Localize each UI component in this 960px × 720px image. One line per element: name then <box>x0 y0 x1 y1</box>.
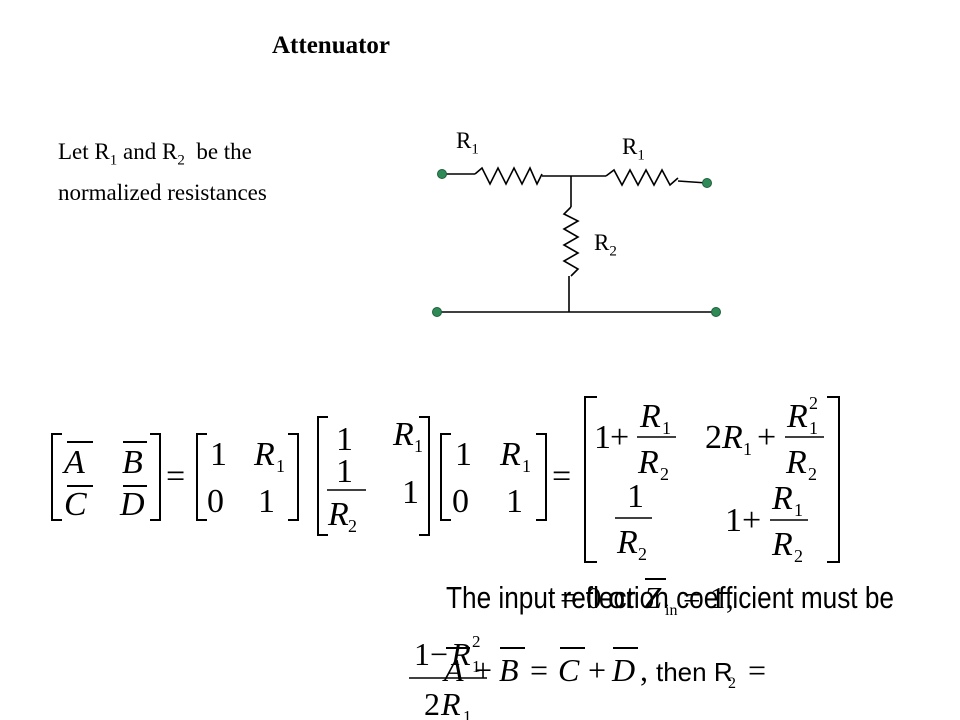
svg-text:Z: Z <box>644 580 662 615</box>
svg-text:2: 2 <box>424 686 440 720</box>
intro-text: Let R1 and R2 be the normalized resistan… <box>58 136 267 208</box>
svg-text:+: + <box>588 652 606 688</box>
svg-text:1: 1 <box>522 456 531 476</box>
svg-text:0: 0 <box>207 483 224 520</box>
svg-text:=: = <box>683 580 700 615</box>
terminal-bottom-left <box>432 307 442 317</box>
svg-text:A: A <box>62 444 85 481</box>
svg-text:1: 1 <box>414 436 423 456</box>
svg-text:1: 1 <box>336 421 353 458</box>
svg-text:D: D <box>119 486 145 523</box>
svg-text:R: R <box>499 436 521 473</box>
svg-text:1: 1 <box>594 419 611 456</box>
reflection-text: The input reflection coefficient must be <box>446 580 894 615</box>
svg-text:1: 1 <box>809 418 818 438</box>
svg-text:or: or <box>608 580 636 615</box>
svg-text:+: + <box>474 652 492 688</box>
svg-text:1: 1 <box>725 502 742 539</box>
svg-text:1: 1 <box>258 483 275 520</box>
svg-text:1: 1 <box>336 453 353 490</box>
terminal-top-left <box>437 169 447 179</box>
svg-text:2: 2 <box>472 632 481 651</box>
svg-text:D: D <box>611 652 635 688</box>
svg-text:B: B <box>499 652 519 688</box>
svg-text:2: 2 <box>728 675 736 692</box>
svg-text:R: R <box>639 398 661 435</box>
svg-text:1: 1 <box>463 707 472 720</box>
terminal-top-right <box>702 178 712 188</box>
resistor-r1-right <box>605 168 679 187</box>
svg-text:1: 1 <box>276 456 285 476</box>
svg-text:2: 2 <box>638 544 647 564</box>
matching-condition-line: A + B = C + D , then R 2 = 1 − R 1 2 2 R… <box>409 632 766 720</box>
svg-text:1: 1 <box>743 439 752 459</box>
t-attenuator-circuit <box>432 166 721 317</box>
svg-text:=: = <box>166 458 185 495</box>
page-title: Attenuator <box>272 32 391 59</box>
svg-text:R: R <box>771 480 793 517</box>
svg-text:,: , <box>726 580 734 615</box>
intro-line-2: normalized resistances <box>58 179 267 205</box>
svg-text:1: 1 <box>455 436 472 473</box>
svg-text:+: + <box>742 502 761 539</box>
svg-text:=: = <box>748 652 766 688</box>
svg-text:R: R <box>786 398 808 435</box>
svg-text:1: 1 <box>210 436 227 473</box>
svg-text:2: 2 <box>348 516 357 536</box>
svg-text:R: R <box>327 496 349 533</box>
svg-text:R: R <box>450 636 471 672</box>
svg-text:2: 2 <box>794 546 803 566</box>
svg-text:R: R <box>392 416 414 453</box>
svg-text:2: 2 <box>705 419 722 456</box>
svg-text:1: 1 <box>662 418 671 438</box>
svg-text:,: , <box>640 652 648 688</box>
svg-text:=: = <box>530 652 548 688</box>
abcd-matrix-equation: A B C D = 1 R 1 0 1 1 R 1 1 R 2 1 1 R 1 … <box>51 393 840 566</box>
label-r2: R2 <box>594 230 617 260</box>
svg-text:+: + <box>610 419 629 456</box>
svg-text:A: A <box>442 652 464 688</box>
svg-text:0: 0 <box>452 483 469 520</box>
resistor-r2 <box>562 206 580 277</box>
label-r1-left: R1 <box>456 128 479 158</box>
svg-text:2: 2 <box>809 393 818 413</box>
svg-text:+: + <box>757 419 776 456</box>
svg-text:1: 1 <box>506 483 523 520</box>
svg-text:R: R <box>721 419 743 456</box>
svg-text:R: R <box>637 444 659 481</box>
svg-text:1: 1 <box>472 657 481 676</box>
svg-text:R: R <box>253 436 275 473</box>
svg-text:1: 1 <box>794 500 803 520</box>
svg-text:R: R <box>785 444 807 481</box>
label-r1-right: R1 <box>622 134 645 164</box>
svg-text:=: = <box>560 580 577 615</box>
svg-text:C: C <box>64 486 87 523</box>
svg-text:2: 2 <box>660 464 669 484</box>
reflection-coefficient-line: The input reflection coefficient must be… <box>446 578 894 619</box>
svg-text:0: 0 <box>586 580 602 615</box>
svg-text:1: 1 <box>402 474 419 511</box>
svg-text:2: 2 <box>808 464 817 484</box>
svg-text:−: − <box>430 636 448 672</box>
svg-text:R: R <box>440 686 461 720</box>
intro-line-1: Let R1 and R2 be the <box>58 139 252 169</box>
svg-text:R: R <box>616 524 638 561</box>
svg-text:=: = <box>552 458 571 495</box>
svg-text:C: C <box>558 652 580 688</box>
svg-text:then R: then R <box>656 657 733 687</box>
svg-text:1: 1 <box>414 636 430 672</box>
svg-text:B: B <box>122 444 143 481</box>
svg-text:in: in <box>665 602 677 619</box>
terminal-bottom-right <box>711 307 721 317</box>
svg-text:R: R <box>771 526 793 563</box>
svg-text:1: 1 <box>627 478 644 515</box>
svg-text:1: 1 <box>710 580 726 615</box>
resistor-r1-left <box>474 166 543 186</box>
